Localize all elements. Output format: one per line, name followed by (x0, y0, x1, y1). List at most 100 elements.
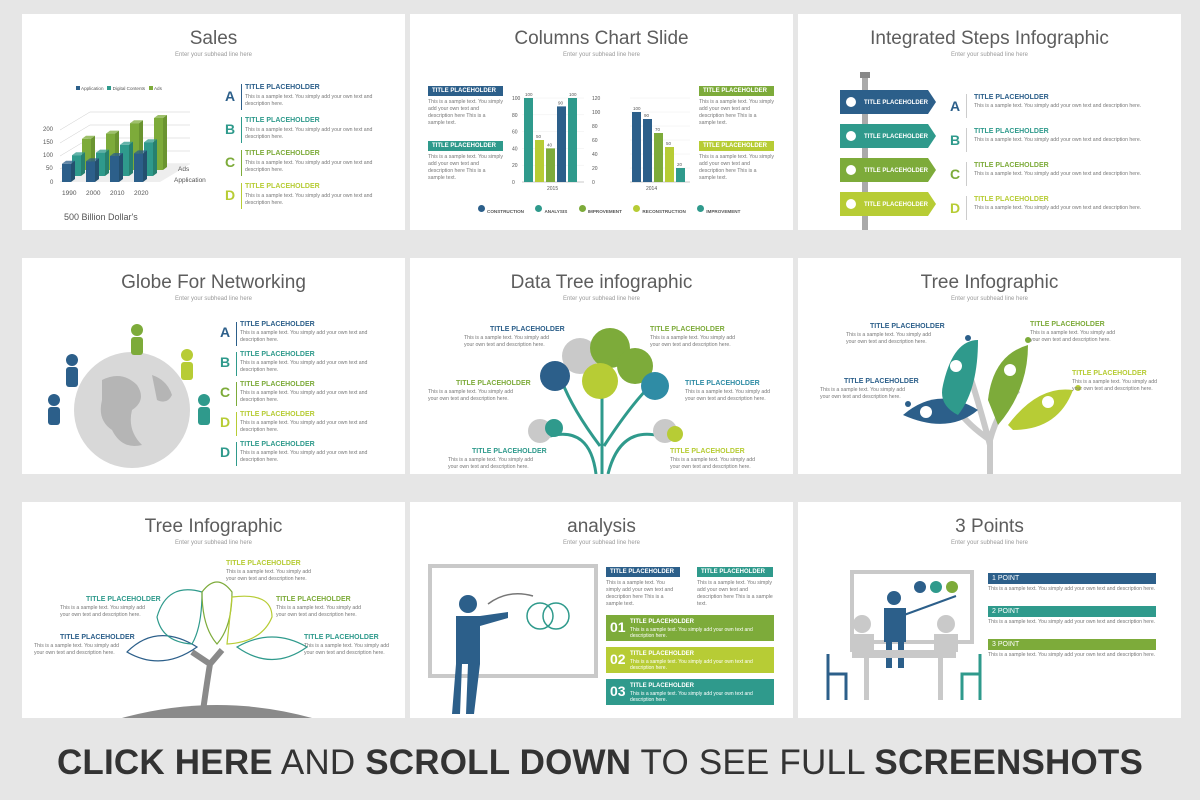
item-title: TITLE PLACEHOLDER (245, 84, 320, 91)
node-body: This is a sample text. You simply add yo… (464, 335, 550, 348)
leaf-title: TITLE PLACEHOLDER (60, 634, 135, 641)
label-bar: TITLE PLACEHOLDER (699, 141, 774, 151)
bar-top (120, 141, 133, 145)
bar (568, 98, 577, 182)
y-tick: 60 (592, 138, 598, 144)
divider (241, 150, 242, 176)
bar (144, 142, 153, 176)
node-title: TITLE PLACEHOLDER (472, 448, 547, 455)
divider (966, 128, 967, 152)
y-tick: 150 (43, 140, 54, 146)
cta-banner[interactable]: CLICK HERE AND SCROLL DOWN TO SEE FULL S… (0, 730, 1200, 800)
bar-top (72, 152, 85, 156)
list-item: B TITLE PLACEHOLDER This is a sample tex… (220, 350, 400, 378)
item-letter: D (220, 414, 231, 430)
item-body: This is a sample text. You simply add yo… (974, 103, 1142, 109)
divider (966, 162, 967, 186)
slide-data-tree[interactable]: Data Tree infographic Enter your subhead… (410, 258, 793, 474)
label-body: This is a sample text. You simply add yo… (428, 154, 503, 181)
item-title: TITLE PLACEHOLDER (240, 411, 315, 418)
item-body: This is a sample text. You simply add yo… (974, 171, 1142, 177)
leaf-body: This is a sample text. You simply add yo… (60, 605, 146, 618)
arrow-label: TITLE PLACEHOLDER (864, 202, 928, 208)
x-tick: 2015 (547, 186, 558, 192)
label-body: This is a sample text. You simply add yo… (606, 580, 674, 607)
step-number: 02 (610, 651, 626, 667)
y-tick: 0 (512, 180, 515, 186)
globe-illustration (48, 324, 210, 468)
legend-item: Ads (153, 86, 162, 91)
signpost-arrows (840, 90, 936, 216)
slide-subhead: Enter your subhead line here (950, 52, 1029, 58)
divider (966, 196, 967, 220)
bar (106, 133, 115, 170)
leaf-title: TITLE PLACEHOLDER (1072, 370, 1147, 377)
legend-item: RECONSTRUCTION (642, 209, 686, 214)
node-title: TITLE PLACEHOLDER (456, 380, 531, 387)
signpost-cap (860, 72, 870, 78)
item-body: This is a sample text. You simply add yo… (974, 205, 1142, 211)
item-title: TITLE PLACEHOLDER (974, 128, 1049, 135)
bar (665, 147, 674, 182)
step-number: 01 (610, 619, 626, 635)
item-title: TITLE PLACEHOLDER (240, 441, 315, 448)
bar (110, 156, 119, 182)
bar-top (130, 120, 143, 124)
leaf-title: TITLE PLACEHOLDER (870, 323, 945, 330)
numbered-step: 03 TITLE PLACEHOLDER This is a sample te… (606, 679, 774, 705)
data-label: 100 (633, 106, 641, 111)
bar (82, 138, 91, 170)
chart-legend: CONSTRUCTION ANALYSIS IMPROVEMENT RECONS… (478, 200, 747, 218)
y-tick: 40 (512, 146, 518, 152)
label-bar: TITLE PLACEHOLDER (606, 567, 680, 577)
divider (966, 94, 967, 118)
divider (241, 183, 242, 209)
item-letter: C (950, 166, 961, 182)
bar-side (95, 158, 99, 182)
slide-3-points[interactable]: 3 Points Enter your subhead line here 1 … (798, 502, 1181, 718)
cta-text: AND (272, 743, 366, 782)
slide-integrated-steps[interactable]: Integrated Steps Infographic Enter your … (798, 14, 1181, 230)
data-label: 50 (536, 134, 542, 139)
x-tick: 2020 (134, 190, 149, 197)
item-title: TITLE PLACEHOLDER (974, 94, 1049, 101)
item-letter: B (950, 132, 961, 148)
leaf-body: This is a sample text. You simply add yo… (1030, 330, 1116, 343)
label-bar: TITLE PLACEHOLDER (428, 86, 503, 96)
item-letter: C (225, 154, 236, 170)
chart-legend: Application Digital Contents Ads (76, 86, 162, 91)
bar-side (105, 149, 109, 176)
list-item: D TITLE PLACEHOLDER This is a sample tex… (220, 440, 400, 468)
bar (643, 119, 652, 182)
arrow-label: TITLE PLACEHOLDER (864, 100, 928, 106)
slide-title: Tree Infographic (144, 516, 283, 537)
item-title: TITLE PLACEHOLDER (245, 150, 320, 157)
list-item: D TITLE PLACEHOLDER This is a sample tex… (950, 194, 1175, 222)
slide-title: Columns Chart Slide (514, 28, 689, 49)
item-body: This is a sample text. You simply add yo… (974, 137, 1142, 143)
step-body: This is a sample text. You simply add yo… (630, 627, 753, 639)
slide-title: Integrated Steps Infographic (870, 28, 1109, 49)
node-title: TITLE PLACEHOLDER (650, 326, 725, 333)
cta-click-here[interactable]: CLICK HERE (56, 743, 273, 782)
leaf-body: This is a sample text. You simply add yo… (304, 643, 390, 656)
data-label: 40 (547, 142, 553, 147)
slide-analysis[interactable]: analysis Enter your subhead line here TI… (410, 502, 793, 718)
bar (86, 161, 95, 182)
bar-side (143, 150, 147, 182)
label-body: This is a sample text. You simply add yo… (699, 154, 774, 181)
y-tick: 100 (43, 153, 54, 159)
point-item: 3 POINT This is a sample text. You simpl… (988, 639, 1156, 659)
item-body: This is a sample text. You simply add yo… (245, 160, 373, 173)
slide-globe-networking[interactable]: Globe For Networking Enter your subhead … (22, 258, 405, 474)
slide-tree-infographic-leaves[interactable]: Tree Infographic Enter your subhead line… (798, 258, 1181, 474)
bar-side (71, 160, 75, 182)
legend-item: Application (81, 86, 104, 91)
data-label: 90 (558, 100, 564, 105)
slide-tree-infographic-outline[interactable]: Tree Infographic Enter your subhead line… (22, 502, 405, 718)
slide-columns-chart[interactable]: Columns Chart Slide Enter your subhead l… (410, 14, 793, 230)
bar (62, 163, 71, 182)
slide-sales[interactable]: Sales Enter your subhead line here Appli… (22, 14, 405, 230)
